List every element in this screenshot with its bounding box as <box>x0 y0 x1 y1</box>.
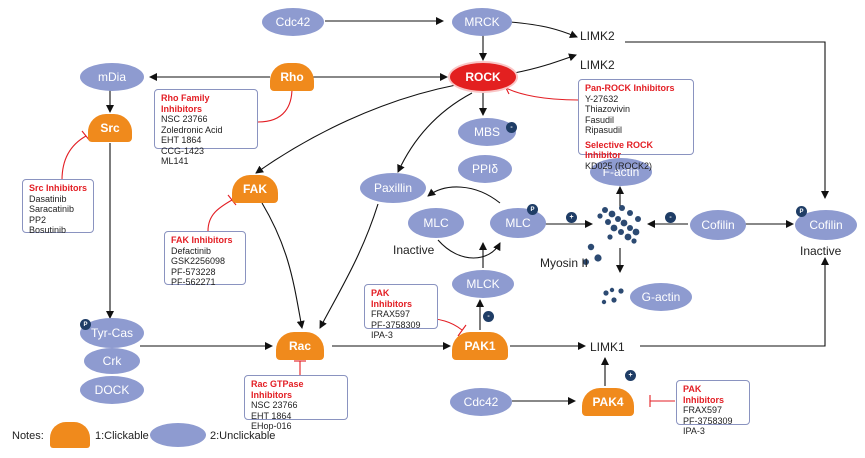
cdc42-bottom-node: Cdc42 <box>450 388 512 416</box>
mrck-node: MRCK <box>452 8 512 36</box>
inhibitor-item: Ripasudil <box>585 125 623 135</box>
inhibitor-item: Fasudil <box>585 114 615 125</box>
tyr-cas-node: Tyr-Cas <box>80 318 144 348</box>
limk1-label: LIMK1 <box>590 340 625 354</box>
limk2-label-upper: LIMK2 <box>580 29 615 43</box>
inhibitor-item: PP2 <box>29 214 47 225</box>
f-actin-node: F-actin <box>590 158 652 186</box>
src-inhibitors-title: Src Inhibitors <box>29 183 88 193</box>
rac-inhibitors-box: Rac GTPase Inhibitors NSC 23766 EHT 1864… <box>244 375 348 431</box>
cofilin-node: Cofilin <box>690 210 746 240</box>
inhibitor-item: FRAX597 <box>683 405 723 415</box>
dock-node: DOCK <box>80 376 144 404</box>
inhibitor-item: PF-562271 <box>171 277 216 287</box>
mlck-node: MLCK <box>452 270 514 298</box>
rac-node[interactable]: Rac <box>276 332 324 360</box>
cdc42-top-node: Cdc42 <box>262 8 324 36</box>
inhibitor-item: IPA-3 <box>683 426 705 436</box>
fak-node[interactable]: FAK <box>232 175 278 203</box>
inhibitor-item: KD025 (ROCK2) <box>585 160 653 171</box>
rac-inhibitors-title: Rac GTPase Inhibitors <box>251 379 304 400</box>
mlc-phospho-node: MLC <box>490 208 546 238</box>
inhibitor-item: GSK2256098 <box>171 256 226 266</box>
rho-inhibitors-box: Rho Family Inhibitors NSC 23766 Zoledron… <box>154 89 258 166</box>
src-node[interactable]: Src <box>88 114 132 142</box>
mlc-plus-icon: + <box>566 212 577 223</box>
legend-clickable-swatch <box>50 422 90 448</box>
legend-clickable-label: 1:Clickable <box>95 430 149 442</box>
rock-node[interactable]: ROCK <box>450 63 516 91</box>
src-inhibitors-box: Src Inhibitors Dasatinib Saracatinib PP2… <box>22 179 94 235</box>
mlck-minus-icon: - <box>483 311 494 322</box>
fak-inhibitors-title: FAK Inhibitors <box>171 235 233 245</box>
inhibitor-item: EHT 1864 <box>251 410 292 421</box>
mbs-node: MBS <box>458 118 516 146</box>
inhibitor-item: Zoledronic Acid <box>161 124 223 135</box>
g-actin-monomers <box>583 243 624 305</box>
pak1-inhibitors-box: PAK Inhibitors FRAX597 PF-3758309 IPA-3 <box>364 284 438 340</box>
mbs-minus-icon: - <box>506 122 517 133</box>
f-actin-cluster <box>597 205 641 244</box>
legend-notes-label: Notes: <box>12 430 44 442</box>
crk-node: Crk <box>84 348 140 374</box>
pak-inhibitors-title: PAK Inhibitors <box>371 288 412 309</box>
myosin-ii-label: Myosin II <box>540 256 589 270</box>
inhibitor-item: Y-27632 <box>585 93 619 104</box>
inhibitor-item: Dasatinib <box>29 193 67 204</box>
rock-inhibitors-box: Pan-ROCK Inhibitors Y-27632 Thiazovivin … <box>578 79 694 171</box>
inhibitor-item: EHop-016 <box>251 421 292 431</box>
rock-inhibitors-title: Pan-ROCK Inhibitors <box>585 83 675 93</box>
mlc-inactive-node: MLC <box>408 208 464 238</box>
paxillin-node: Paxillin <box>360 173 426 203</box>
pak-inhibitors-title: PAK Inhibitors <box>683 384 724 405</box>
fak-inhibitors-box: FAK Inhibitors Defactinib GSK2256098 PF-… <box>164 231 246 287</box>
rho-inhibitors-title: Rho Family Inhibitors <box>161 93 210 114</box>
inhibitor-item: Defactinib <box>171 245 212 256</box>
mlc-phospho-icon: P <box>527 204 538 215</box>
selective-rock-inhibitor-title: Selective ROCK Inhibitor <box>585 139 654 161</box>
tyr-cas-phospho-icon: P <box>80 319 91 330</box>
inhibitor-item: ML141 <box>161 156 189 166</box>
inhibitor-item: PF-3758309 <box>371 319 421 330</box>
cofilin-phospho-node: Cofilin <box>795 210 857 240</box>
limk2-label-lower: LIMK2 <box>580 58 615 72</box>
inhibitor-item: PF-3758309 <box>683 415 733 426</box>
pak1-node[interactable]: PAK1 <box>452 332 508 360</box>
pak4-node[interactable]: PAK4 <box>582 388 634 416</box>
cofilin-inactive-label: Inactive <box>800 244 842 258</box>
inhibitor-item: CCG-1423 <box>161 145 205 156</box>
cofilin-phospho-icon: P <box>796 206 807 217</box>
inhibitor-item: FRAX597 <box>371 309 411 319</box>
inhibitor-item: IPA-3 <box>371 330 393 340</box>
mlc-inactive-label: Inactive <box>393 243 435 257</box>
inhibitor-item: NSC 23766 <box>251 400 298 410</box>
inhibitor-item: Saracatinib <box>29 204 75 214</box>
inhibitor-item: Bosutinib <box>29 225 67 235</box>
pak4-inhibitors-box: PAK Inhibitors FRAX597 PF-3758309 IPA-3 <box>676 380 750 436</box>
g-actin-node: G-actin <box>630 283 692 311</box>
legend-unclickable-swatch <box>150 423 206 447</box>
rho-node[interactable]: Rho <box>270 63 314 91</box>
legend-unclickable-label: 2:Unclickable <box>210 430 276 442</box>
inhibitor-item: NSC 23766 <box>161 114 208 124</box>
inhibitor-item: Thiazovivin <box>585 104 631 114</box>
pak4-plus-icon: + <box>625 370 636 381</box>
mdia-node: mDia <box>80 63 144 91</box>
ppid-node: PPIδ <box>458 155 512 183</box>
inhibitor-item: PF-573228 <box>171 266 216 277</box>
inhibitor-item: EHT 1864 <box>161 135 202 145</box>
cofilin-minus-icon: - <box>665 212 676 223</box>
